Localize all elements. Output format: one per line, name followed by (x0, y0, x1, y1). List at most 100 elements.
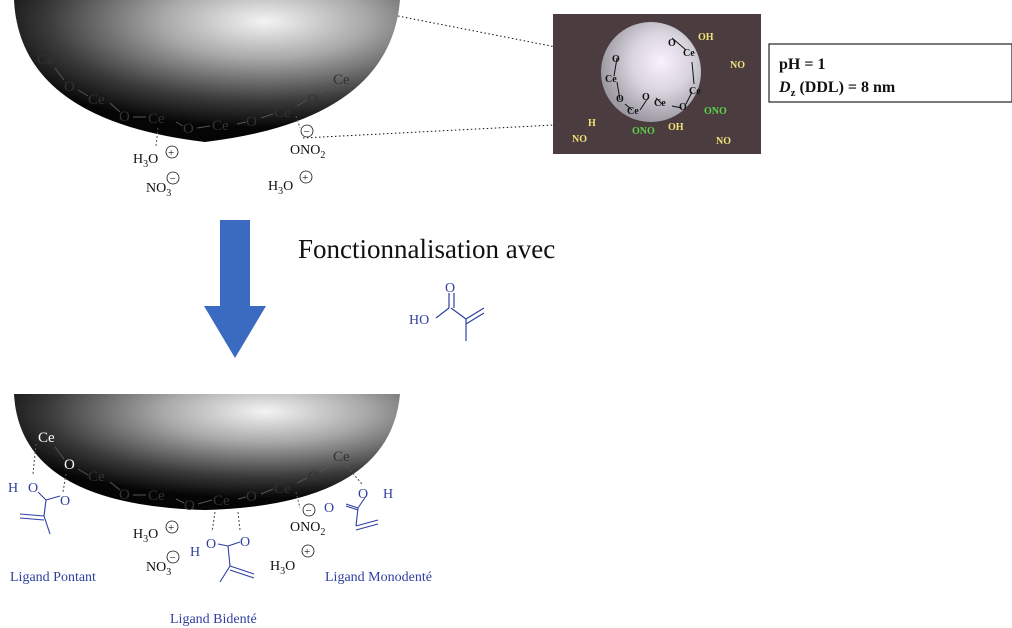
conditions-frame (768, 43, 1012, 103)
top-chain-label: Ce (274, 105, 291, 121)
ligand-bidente-bonds (211, 511, 255, 583)
plus-sign: + (302, 172, 308, 184)
plus-charge-icon (165, 520, 179, 534)
free-nitrate-label: NO3 (146, 181, 171, 199)
hydronium-label: H3O (268, 179, 293, 197)
inset-bonds (613, 37, 695, 111)
bound-nitrate-label: ONO2 (290, 143, 325, 161)
inset-hydroxonium: OH (668, 122, 684, 133)
top-sphere-cap (14, 0, 400, 142)
ligand-pontant-o: O (60, 494, 70, 509)
bottom-chain-label: O (246, 489, 257, 505)
top-chain-label: Ce (333, 72, 350, 88)
inset-atom: O (612, 54, 620, 65)
inset-hydroxonium: OH (698, 32, 714, 43)
inset-atom: Ce (654, 98, 666, 109)
top-chain-label: O (246, 114, 257, 130)
arrow-shaft (220, 220, 250, 308)
molecule-bonds (435, 293, 485, 341)
inset-bound-nitrate: ONO (704, 106, 727, 117)
inset-atom: O (679, 102, 687, 113)
free-nitrate-label: NO3 (146, 560, 171, 578)
ligand-pontant-o: O (28, 481, 38, 496)
inset-hydronium: H (588, 118, 596, 129)
ligand-monodente-h: H (383, 487, 393, 502)
top-chain-bonds (54, 67, 334, 147)
reaction-arrow (204, 220, 266, 358)
minus-charge-icon (166, 171, 180, 185)
minus-charge-icon (302, 503, 316, 517)
inset-atom: Ce (683, 48, 695, 59)
bottom-chain-label: O (308, 469, 319, 485)
minus-sign: − (306, 505, 312, 517)
inset-atom: Ce (627, 106, 639, 117)
ligand-pontant-h: H (8, 481, 18, 496)
inset-nitrate: NO (730, 60, 745, 71)
hydronium-label: H3O (133, 527, 158, 545)
ligand-monodente-caption: Ligand Monodenté (325, 570, 432, 585)
bottom-chain-label: Ce (274, 481, 291, 497)
minus-sign: − (170, 173, 176, 185)
nanoparticle-inset: O Ce Ce O Ce O Ce O Ce O OH NO H NO OH N… (553, 14, 761, 154)
inset-atom: O (642, 92, 650, 103)
methacrylic-acid: HO O (409, 281, 485, 341)
inset-nitrate: NO (572, 134, 587, 145)
top-particle: Ce O Ce O Ce O Ce O Ce O Ce − ONO2 H3O +… (14, 0, 400, 199)
inset-atom: O (616, 94, 624, 105)
bottom-chain-label: Ce (148, 488, 165, 504)
nitrate-bond (295, 491, 301, 509)
bottom-chain-label: Ce (213, 493, 230, 509)
hydronium-label: H3O (133, 152, 158, 170)
minus-charge-icon (166, 550, 180, 564)
minus-charge-icon (300, 124, 314, 138)
plus-charge-icon (301, 544, 315, 558)
size-value: Dz (DDL) = 8 nm (778, 79, 896, 99)
plus-sign: + (168, 147, 174, 159)
top-chain-label: Ce (88, 92, 105, 108)
plus-sign: + (304, 546, 310, 558)
bottom-chain-label: Ce (88, 469, 105, 485)
ligand-pontant-caption: Ligand Pontant (10, 570, 96, 585)
zoom-line-top (397, 15, 613, 59)
top-chain-label: Ce (212, 118, 229, 134)
inset-atom: O (668, 38, 676, 49)
bottom-chain-label: O (119, 487, 130, 503)
top-chain-label: O (64, 79, 75, 95)
bottom-chain-bonds (54, 446, 334, 505)
top-chain-label: Ce (37, 52, 54, 68)
inset-nitrate: NO (716, 136, 731, 147)
ph-value: pH = 1 (779, 56, 825, 73)
ligand-pontant-bonds (19, 443, 67, 535)
carbonyl-oxygen-label: O (445, 281, 455, 296)
bottom-sphere-cap (14, 394, 400, 510)
inset-atom: Ce (605, 74, 617, 85)
minus-sign: − (170, 552, 176, 564)
ligand-bidente-h: H (190, 545, 200, 560)
arrow-caption: Fonctionnalisation avec (298, 234, 555, 264)
minus-sign: − (304, 126, 310, 138)
inset-bound-nitrate: ONO (632, 126, 655, 137)
ligand-monodente-o: O (358, 487, 368, 502)
ligand-bidente-o: O (240, 535, 250, 550)
plus-charge-icon (299, 170, 313, 184)
ligand-monodente-o: O (324, 501, 334, 516)
bottom-chain-label: O (64, 457, 75, 473)
bottom-particle: Ce O Ce O Ce O Ce O Ce O Ce H O O H3O + … (8, 394, 432, 627)
hydronium-label: H3O (270, 559, 295, 577)
bound-nitrate-label: ONO2 (290, 520, 325, 538)
top-chain-label: O (183, 121, 194, 137)
bottom-chain-label: Ce (333, 449, 350, 465)
inset-sphere (601, 22, 701, 122)
plus-charge-icon (165, 145, 179, 159)
arrow-head (204, 306, 266, 358)
bottom-chain-label: Ce (38, 430, 55, 446)
hydroxyl-label: HO (409, 313, 429, 328)
conditions-box: pH = 1 Dz (DDL) = 8 nm (768, 43, 1012, 103)
inset-atom: Ce (689, 86, 701, 97)
plus-sign: + (168, 522, 174, 534)
ligand-bidente-o: O (206, 537, 216, 552)
top-chain-label: O (307, 92, 318, 108)
ligand-monodente-bonds (344, 463, 379, 531)
